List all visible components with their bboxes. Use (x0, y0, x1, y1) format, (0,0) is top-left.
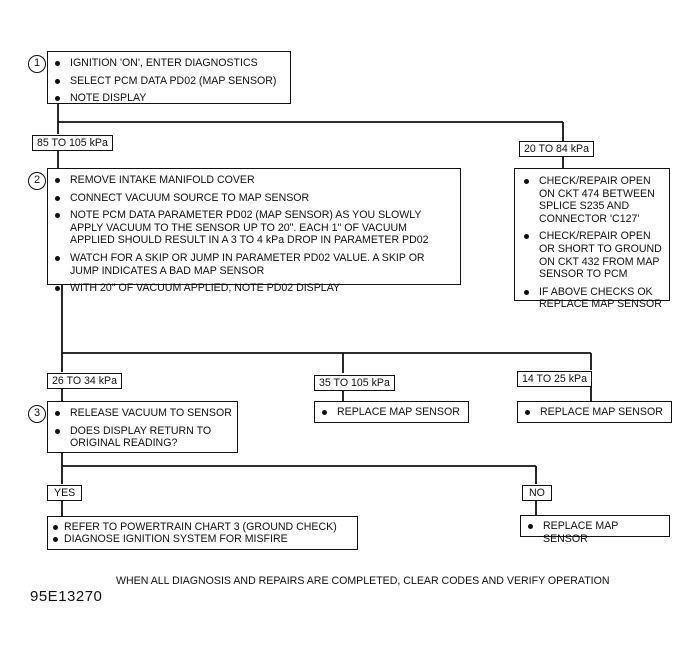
step-3-box: RELEASE VACUUM TO SENSOR DOES DISPLAY RE… (47, 401, 238, 453)
answer-yes-label: YES (47, 485, 83, 501)
replace-map-sensor-box-mid: REPLACE MAP SENSOR (314, 401, 469, 423)
result-label-20-84: 20 TO 84 kPa (519, 141, 594, 157)
final-action-box: REFER TO POWERTRAIN CHART 3 (GROUND CHEC… (47, 516, 358, 550)
result-label-14-25: 14 TO 25 kPa (517, 371, 592, 387)
step-number-3: 3 (28, 405, 46, 423)
check-repair-item: CHECK/REPAIR OPEN OR SHORT TO GROUND ON … (517, 230, 665, 280)
replace-map-sensor-box-no: REPLACE MAP SENSOR (520, 515, 670, 545)
final-action-item: REFER TO POWERTRAIN CHART 3 (GROUND CHEC… (48, 521, 353, 533)
result-label-35-105: 35 TO 105 kPa (314, 375, 395, 391)
replace-map-sensor-text: REPLACE MAP SENSOR (521, 520, 665, 545)
step-2-box: REMOVE INTAKE MANIFOLD COVER CONNECT VAC… (47, 168, 461, 294)
step-2-item: WATCH FOR A SKIP OR JUMP IN PARAMETER PD… (48, 252, 454, 277)
step-1-item: SELECT PCM DATA PD02 (MAP SENSOR) (48, 75, 286, 88)
step-2-item: NOTE PCM DATA PARAMETER PD02 (MAP SENSOR… (48, 209, 454, 247)
step-1-item: NOTE DISPLAY (48, 92, 286, 105)
step-2-item: WITH 20" OF VACUUM APPLIED, NOTE PD02 DI… (48, 282, 454, 295)
step-1-box: IGNITION 'ON', ENTER DIAGNOSTICS SELECT … (47, 51, 291, 104)
completion-note: WHEN ALL DIAGNOSIS AND REPAIRS ARE COMPL… (116, 575, 610, 587)
step-number-2: 2 (28, 172, 46, 190)
step-number-1: 1 (28, 55, 46, 73)
replace-map-sensor-text: REPLACE MAP SENSOR (518, 406, 667, 419)
result-label-85-105: 85 TO 105 kPa (32, 135, 113, 151)
step-2-item: CONNECT VACUUM SOURCE TO MAP SENSOR (48, 192, 454, 205)
replace-map-sensor-text: REPLACE MAP SENSOR (315, 406, 464, 419)
answer-no-label: NO (522, 485, 552, 501)
replace-map-sensor-box-right: REPLACE MAP SENSOR (517, 401, 672, 423)
step-3-item: RELEASE VACUUM TO SENSOR (48, 407, 233, 420)
check-repair-box: CHECK/REPAIR OPEN ON CKT 474 BETWEEN SPL… (514, 168, 670, 310)
check-repair-item: CHECK/REPAIR OPEN ON CKT 474 BETWEEN SPL… (517, 175, 665, 225)
final-action-item: DIAGNOSE IGNITION SYSTEM FOR MISFIRE (48, 533, 353, 545)
figure-id: 95E13270 (30, 588, 103, 605)
step-3-item: DOES DISPLAY RETURN TO ORIGINAL READING? (48, 425, 233, 450)
step-2-item: REMOVE INTAKE MANIFOLD COVER (48, 174, 454, 187)
result-label-26-34: 26 TO 34 kPa (47, 373, 122, 389)
check-repair-item: IF ABOVE CHECKS OK REPLACE MAP SENSOR (517, 286, 665, 311)
step-1-item: IGNITION 'ON', ENTER DIAGNOSTICS (48, 57, 286, 70)
